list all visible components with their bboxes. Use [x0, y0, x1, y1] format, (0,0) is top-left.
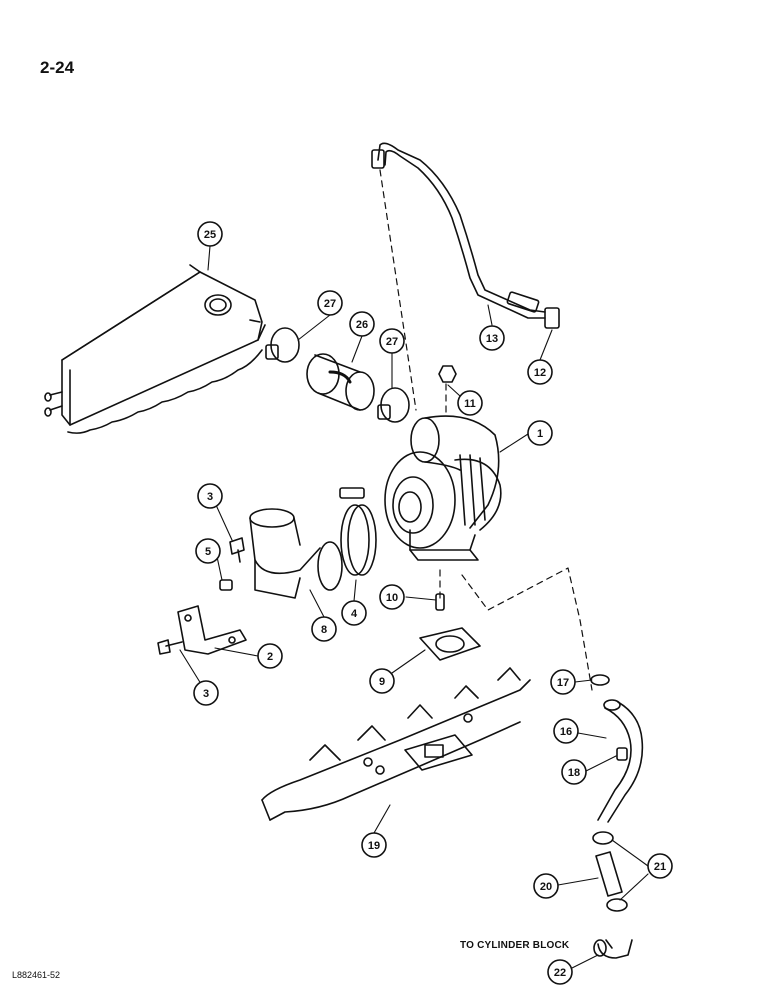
lock-nut: [438, 365, 457, 383]
callout-25: 25: [197, 221, 223, 247]
svg-text:3: 3: [207, 491, 213, 503]
svg-text:11: 11: [464, 398, 476, 410]
drain-gasket: [590, 674, 610, 686]
turbocharger: [384, 415, 502, 561]
elbow-fitting: [544, 307, 560, 329]
svg-text:5: 5: [205, 546, 211, 558]
mounting-stud: [435, 593, 445, 611]
hose-clamp-lower: [377, 387, 410, 423]
svg-text:12: 12: [534, 367, 546, 379]
callout-22: 22: [547, 959, 573, 985]
svg-text:1: 1: [537, 428, 543, 440]
callout-26: 26: [349, 311, 375, 337]
callout-9: 9: [369, 668, 395, 694]
exhaust-elbow: [249, 508, 343, 599]
hose-clamp-upper: [265, 327, 300, 363]
svg-text:22: 22: [554, 967, 566, 979]
callout-3-lower: 3: [193, 680, 219, 706]
to-cylinder-block-note: TO CYLINDER BLOCK: [460, 940, 570, 951]
svg-text:27: 27: [324, 298, 336, 310]
callout-21: 21: [647, 853, 673, 879]
cap-screw-lower: [157, 639, 183, 655]
svg-text:10: 10: [386, 592, 398, 604]
alignment-lines: [379, 169, 593, 691]
cap-screw-upper: [229, 537, 245, 563]
hose-sleeve: [306, 353, 375, 411]
callout-1: 1: [527, 420, 553, 446]
callout-18: 18: [561, 759, 587, 785]
callout-2: 2: [257, 643, 283, 669]
callout-5: 5: [195, 538, 221, 564]
oil-supply-line: [371, 142, 546, 319]
set-screw: [219, 579, 233, 591]
callout-4: 4: [341, 600, 367, 626]
svg-text:21: 21: [654, 861, 666, 873]
svg-text:19: 19: [368, 840, 380, 852]
callout-8: 8: [311, 616, 337, 642]
aftercooler-housing: [44, 264, 266, 434]
svg-text:13: 13: [486, 333, 498, 345]
callout-12: 12: [527, 359, 553, 385]
oil-drain-tube: [597, 699, 644, 823]
svg-text:20: 20: [540, 881, 552, 893]
callout-20: 20: [533, 873, 559, 899]
svg-text:18: 18: [568, 767, 580, 779]
drain-plug-screw: [616, 747, 628, 761]
leader-lines: [179, 245, 649, 969]
callout-16: 16: [553, 718, 579, 744]
page-number: 2-24: [40, 58, 75, 77]
svg-text:9: 9: [379, 676, 385, 688]
svg-text:16: 16: [560, 726, 572, 738]
callout-11: 11: [457, 390, 483, 416]
svg-text:25: 25: [204, 229, 216, 241]
turbo-gasket: [419, 627, 481, 661]
callout-13: 13: [479, 325, 505, 351]
callout-3-upper: 3: [197, 483, 223, 509]
callout-19: 19: [361, 832, 387, 858]
svg-text:26: 26: [356, 319, 368, 331]
drain-elbow: [593, 939, 633, 959]
svg-text:4: 4: [351, 608, 358, 620]
svg-text:17: 17: [557, 677, 569, 689]
exhaust-manifold: [261, 667, 531, 821]
mounting-bracket: [177, 605, 247, 655]
hose-clamps-lower: [592, 831, 628, 912]
svg-text:27: 27: [386, 336, 398, 348]
callout-17: 17: [550, 669, 576, 695]
svg-text:2: 2: [267, 651, 273, 663]
svg-text:3: 3: [203, 688, 209, 700]
callout-27-upper: 27: [317, 290, 343, 316]
v-band-clamp: [339, 487, 377, 576]
svg-text:8: 8: [321, 624, 327, 636]
drain-hose: [595, 851, 623, 897]
callout-10: 10: [379, 584, 405, 610]
callout-27-lower: 27: [379, 328, 405, 354]
figure-id: L882461-52: [12, 970, 61, 980]
